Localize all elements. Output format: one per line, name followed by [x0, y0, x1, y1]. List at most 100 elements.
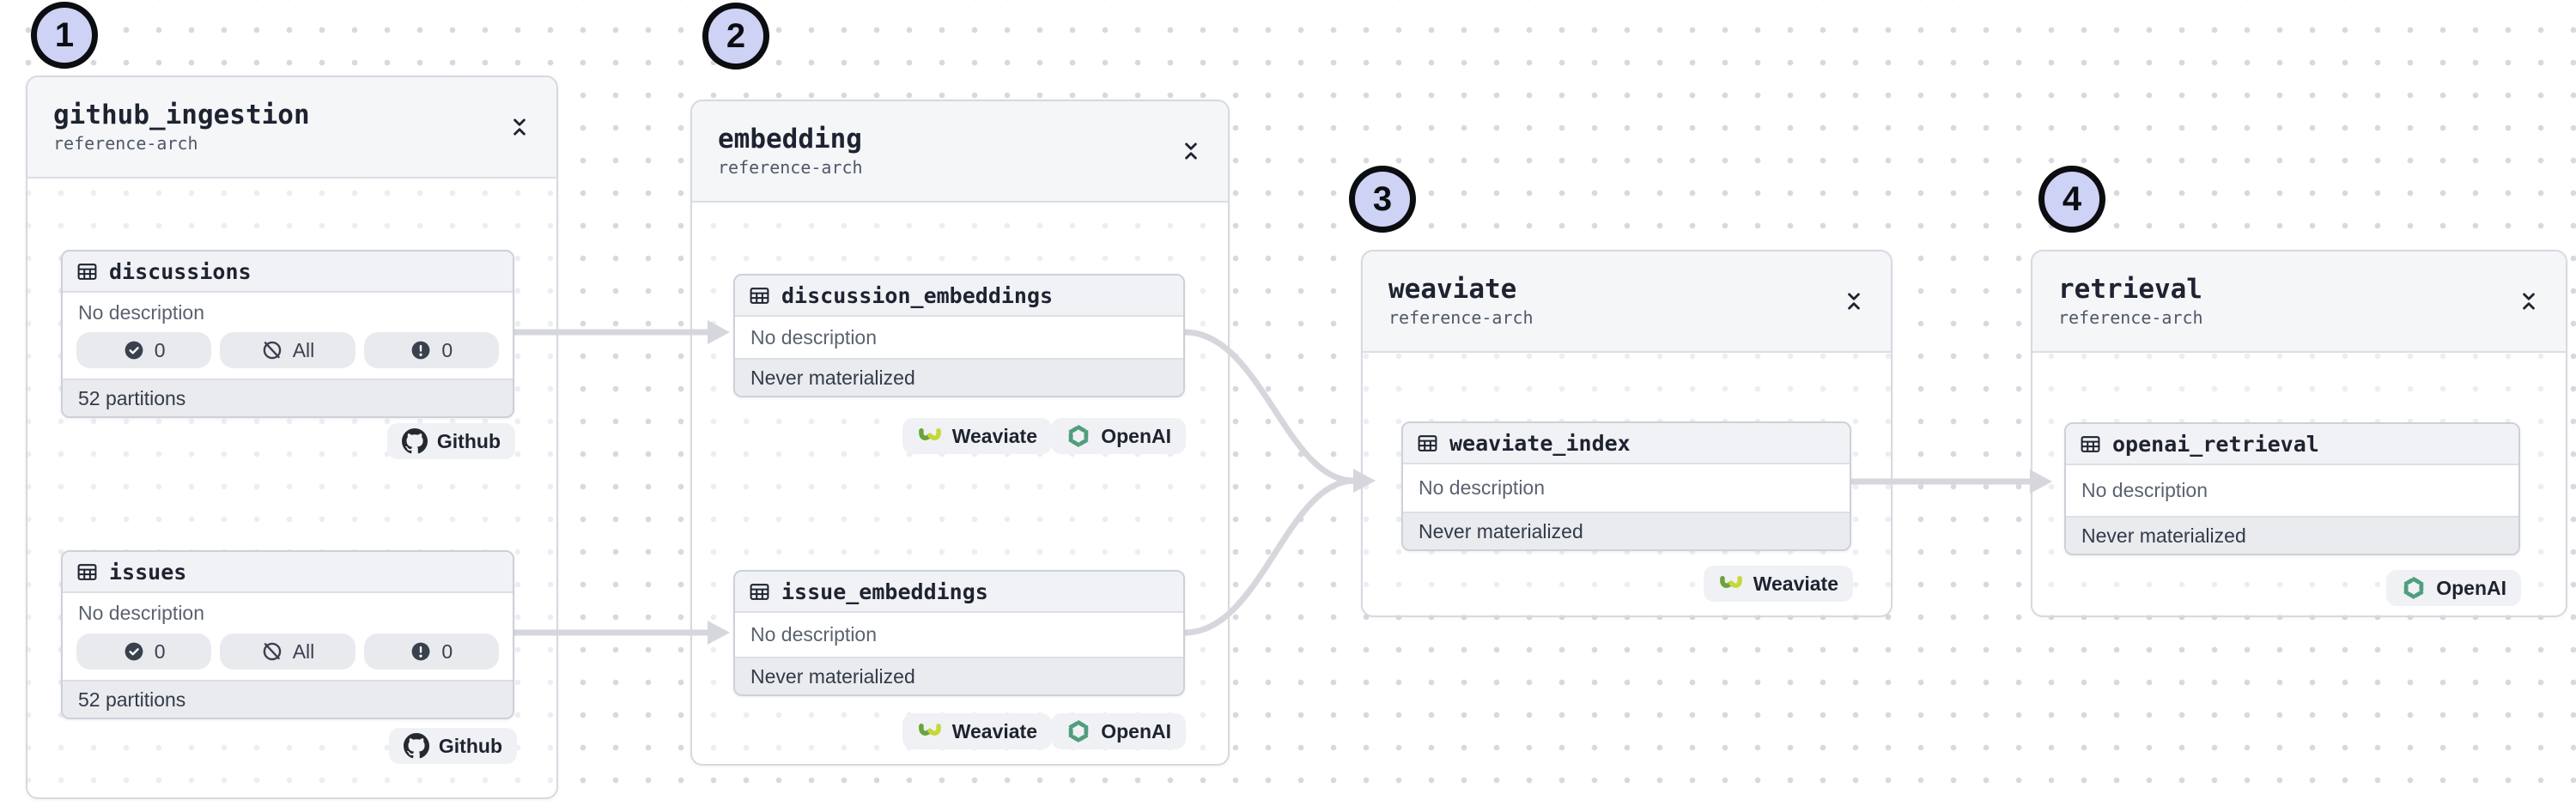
kind-tag-label: Github — [436, 429, 501, 452]
group-titles: retrieval reference-arch — [2058, 273, 2203, 329]
collapse-group-button[interactable] — [1839, 287, 1868, 316]
asset-name: discussion_embeddings — [781, 282, 1054, 308]
kind-tag-label: Github — [438, 734, 502, 757]
group-titles: embedding reference-arch — [718, 123, 863, 179]
openai-icon — [1068, 425, 1089, 447]
marker-label: 1 — [54, 15, 75, 54]
group-title: embedding — [718, 123, 862, 155]
group-header: embedding reference-arch — [692, 101, 1228, 203]
kind-tag-openai: OpenAI — [2386, 570, 2521, 606]
unfold-less-icon — [2523, 293, 2535, 310]
group-subtitle: reference-arch — [1388, 307, 1534, 329]
partition-status-row: 0 All 0 — [63, 633, 513, 680]
github-icon — [401, 428, 428, 454]
table-icon — [77, 563, 97, 580]
check-circle-icon — [125, 341, 143, 360]
asset-name: issues — [109, 559, 187, 585]
kind-tag-weaviate: Weaviate — [902, 713, 1052, 749]
asset-node-weaviate-index[interactable]: weaviate_index No description Never mate… — [1401, 421, 1851, 551]
asset-node-issue-embeddings[interactable]: issue_embeddings No description Never ma… — [733, 570, 1185, 696]
openai-icon — [1068, 720, 1089, 742]
asset-description: No description — [1419, 476, 1546, 499]
collapse-group-button[interactable] — [1176, 136, 1206, 166]
group-title: retrieval — [2058, 273, 2202, 305]
annotation-marker-1: 1 — [31, 2, 98, 69]
materialized-count: 0 — [154, 639, 166, 663]
annotation-marker-2: 2 — [702, 3, 769, 70]
slash-circle-icon — [263, 642, 281, 661]
materialized-count: 0 — [154, 338, 166, 361]
group-header: weaviate reference-arch — [1363, 251, 1891, 353]
group-titles: weaviate reference-arch — [1388, 273, 1534, 329]
group-title: weaviate — [1388, 273, 1517, 305]
table-icon — [750, 583, 769, 600]
annotation-marker-4: 4 — [2038, 166, 2105, 233]
weaviate-icon — [918, 724, 941, 736]
partition-status-row: 0 All 0 — [63, 332, 513, 379]
kind-tag-label: OpenAI — [2436, 576, 2506, 599]
marker-label: 3 — [1372, 179, 1393, 218]
unfold-less-icon — [1848, 293, 1860, 310]
kind-tag-weaviate: Weaviate — [1703, 566, 1853, 602]
unfold-less-icon — [513, 118, 526, 136]
asset-status-footer: Never materialized — [735, 358, 1183, 396]
asset-description: No description — [750, 623, 878, 645]
asset-name: issue_embeddings — [781, 579, 988, 604]
asset-name-row: weaviate_index — [1403, 423, 1850, 464]
materialized-partitions-pill[interactable]: 0 — [76, 633, 212, 670]
failed-partitions-pill[interactable]: 0 — [363, 633, 499, 670]
asset-name-row: issues — [63, 552, 513, 593]
missing-partitions-pill[interactable]: All — [220, 332, 355, 368]
collapse-group-button[interactable] — [505, 112, 534, 142]
table-icon — [1418, 434, 1437, 451]
group-header: github_ingestion reference-arch — [27, 77, 556, 179]
failed-count: 0 — [441, 639, 453, 663]
kind-tag-label: OpenAI — [1101, 424, 1171, 447]
github-icon — [403, 733, 429, 759]
asset-status-footer: Never materialized — [1403, 512, 1850, 549]
kind-tag-label: Weaviate — [951, 424, 1037, 447]
asset-name: openai_retrieval — [2112, 431, 2319, 457]
asset-description: No description — [750, 325, 878, 348]
group-header: retrieval reference-arch — [2032, 251, 2566, 353]
marker-label: 2 — [726, 16, 746, 55]
collapse-group-button[interactable] — [2514, 287, 2543, 316]
slash-circle-icon — [263, 341, 281, 360]
asset-description: No description — [2081, 479, 2208, 501]
openai-icon — [2403, 577, 2424, 599]
asset-status-footer: Never materialized — [2066, 516, 2518, 554]
missing-count: All — [292, 639, 315, 663]
annotation-marker-3: 3 — [1349, 166, 1416, 233]
asset-node-discussions[interactable]: discussions No description 0 All — [61, 250, 514, 418]
weaviate-icon — [918, 428, 941, 440]
kind-tag-openai: OpenAI — [1051, 418, 1186, 454]
check-circle-icon — [125, 642, 143, 661]
table-icon — [2081, 435, 2100, 452]
kind-tag-github: Github — [386, 423, 515, 459]
weaviate-icon — [1719, 576, 1742, 588]
kind-tag-github: Github — [388, 728, 517, 764]
asset-name-row: issue_embeddings — [735, 572, 1183, 613]
failed-partitions-pill[interactable]: 0 — [363, 332, 499, 368]
asset-name: discussions — [109, 258, 252, 284]
kind-tag-label: Weaviate — [1753, 572, 1838, 595]
group-subtitle: reference-arch — [2058, 307, 2203, 329]
marker-label: 4 — [2062, 179, 2082, 218]
asset-status-footer: Never materialized — [735, 657, 1183, 694]
materialized-partitions-pill[interactable]: 0 — [76, 332, 212, 368]
asset-node-issues[interactable]: issues No description 0 All — [61, 550, 514, 719]
alert-circle-icon — [412, 642, 430, 661]
group-subtitle: reference-arch — [718, 157, 863, 179]
missing-count: All — [292, 338, 315, 361]
asset-node-openai-retrieval[interactable]: openai_retrieval No description Never ma… — [2064, 422, 2520, 555]
group-title: github_ingestion — [53, 99, 310, 130]
asset-node-discussion-embeddings[interactable]: discussion_embeddings No description Nev… — [733, 274, 1185, 397]
missing-partitions-pill[interactable]: All — [220, 633, 355, 670]
kind-tag-weaviate: Weaviate — [902, 418, 1052, 454]
asset-partitions-footer: 52 partitions — [63, 680, 513, 718]
unfold-less-icon — [1185, 142, 1197, 160]
group-titles: github_ingestion reference-arch — [53, 99, 310, 154]
kind-tag-openai: OpenAI — [1051, 713, 1186, 749]
kind-tag-label: OpenAI — [1101, 719, 1171, 742]
